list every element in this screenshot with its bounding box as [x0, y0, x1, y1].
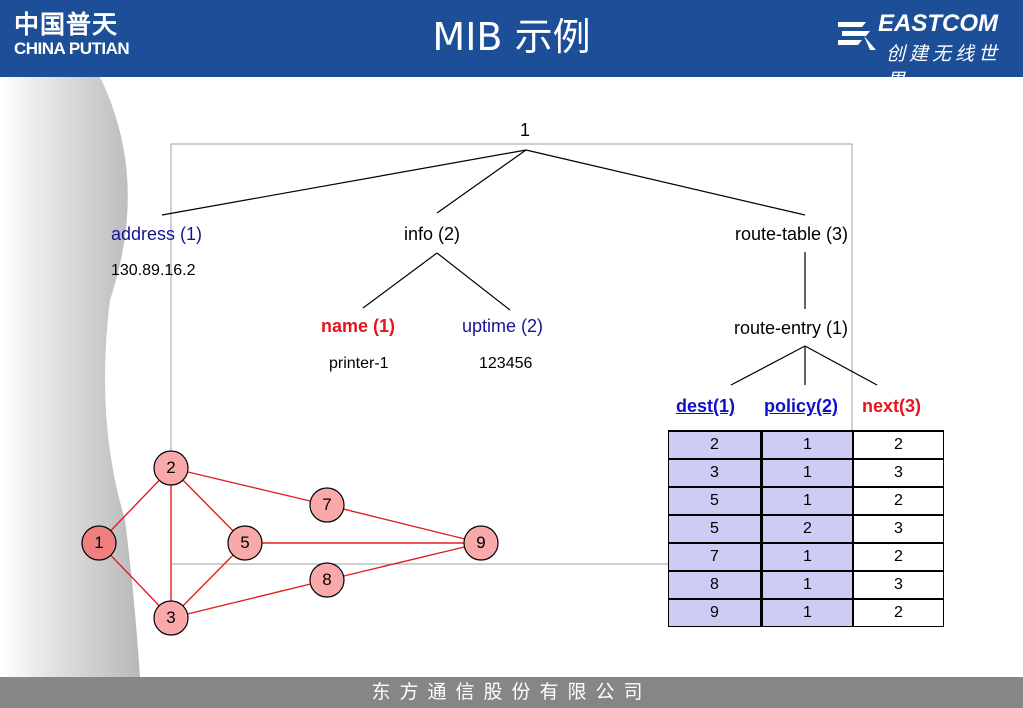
table-cell-dest: 5: [668, 514, 763, 544]
table-row: 3 1 3: [668, 458, 944, 488]
info-label: info (2): [404, 224, 461, 244]
uptime-label: uptime (2): [462, 316, 544, 336]
table-cell-policy: 2: [761, 514, 854, 544]
table-row: 7 1 2: [668, 542, 944, 572]
table-cell-policy: 1: [761, 430, 854, 460]
network-nodes: [81, 450, 499, 636]
eastcom-logo: EASTCOM 创建无线世界: [836, 10, 1011, 92]
node-label: 2: [166, 458, 176, 477]
table-cell-policy: 1: [761, 542, 854, 572]
table-cell-dest: 5: [668, 486, 763, 516]
table-cell-policy: 1: [761, 458, 854, 488]
table-cell-next: 2: [852, 486, 944, 516]
tree-root-label: 1: [520, 120, 531, 140]
node-circle-7: [309, 487, 345, 523]
table-cell-next: 3: [852, 514, 944, 544]
logo-en-text: CHINA PUTIAN: [14, 39, 130, 58]
china-putian-logo: 中国普天 CHINA PUTIAN: [14, 10, 130, 59]
brand-text: EASTCOM: [878, 10, 998, 37]
route-table: 2 1 2 3 1 3 5 1 2 5 2 3 7 1 2 8 1 3: [668, 430, 944, 627]
table-cell-dest: 8: [668, 570, 763, 600]
company-name: 东方通信股份有限公司: [371, 681, 652, 703]
eastcom-mark-icon: [838, 22, 876, 50]
footer-bar: 东方通信股份有限公司: [0, 677, 1023, 708]
node-circle-5: [227, 525, 263, 561]
table-cell-dest: 2: [668, 430, 763, 460]
table-row: 9 1 2: [668, 598, 944, 627]
logo-cn-text: 中国普天: [14, 10, 119, 39]
table-cell-next: 2: [852, 430, 944, 460]
table-cell-policy: 1: [761, 598, 854, 627]
node-label: 9: [476, 533, 486, 552]
table-cell-policy: 1: [761, 486, 854, 516]
decorative-curve: [0, 77, 140, 677]
node-circle-3: [153, 600, 189, 636]
address-label: address (1): [111, 224, 203, 244]
node-label: 8: [322, 570, 332, 589]
column-header-dest: dest(1): [676, 396, 736, 416]
table-cell-next: 3: [852, 458, 944, 488]
table-row: 2 1 2: [668, 430, 944, 460]
route-table-label: route-table (3): [735, 224, 849, 244]
diagram-frame: [170, 143, 853, 565]
node-circle-9: [463, 525, 499, 561]
name-label: name (1): [321, 316, 396, 336]
slogan-text: 创建无线世界: [886, 43, 1002, 92]
table-cell-dest: 7: [668, 542, 763, 572]
column-header-policy: policy(2): [764, 396, 839, 416]
node-label: 7: [322, 495, 332, 514]
table-cell-policy: 1: [761, 570, 854, 600]
address-value: 130.89.16.2: [111, 262, 196, 279]
table-cell-dest: 9: [668, 598, 763, 627]
table-cell-next: 3: [852, 570, 944, 600]
table-cell-next: 2: [852, 542, 944, 572]
uptime-value: 123456: [479, 355, 533, 372]
table-row: 5 2 3: [668, 514, 944, 544]
node-label: 1: [94, 533, 104, 552]
tree-lines: [161, 149, 878, 386]
node-label: 3: [166, 608, 176, 627]
node-circle-2: [153, 450, 189, 486]
page-title: MIB 示例: [432, 15, 591, 59]
header-bar: 中国普天 CHINA PUTIAN MIB 示例 EASTCOM 创建无线世界: [0, 0, 1023, 92]
column-header-next: next(3): [862, 396, 922, 416]
network-links: [98, 467, 482, 619]
node-label: 5: [240, 533, 250, 552]
name-value: printer-1: [329, 355, 389, 372]
node-circle-8: [309, 562, 345, 598]
table-row: 5 1 2: [668, 486, 944, 516]
table-row: 8 1 3: [668, 570, 944, 600]
table-cell-dest: 3: [668, 458, 763, 488]
table-cell-next: 2: [852, 598, 944, 627]
node-circle-1: [81, 525, 117, 561]
route-entry-label: route-entry (1): [734, 318, 849, 338]
